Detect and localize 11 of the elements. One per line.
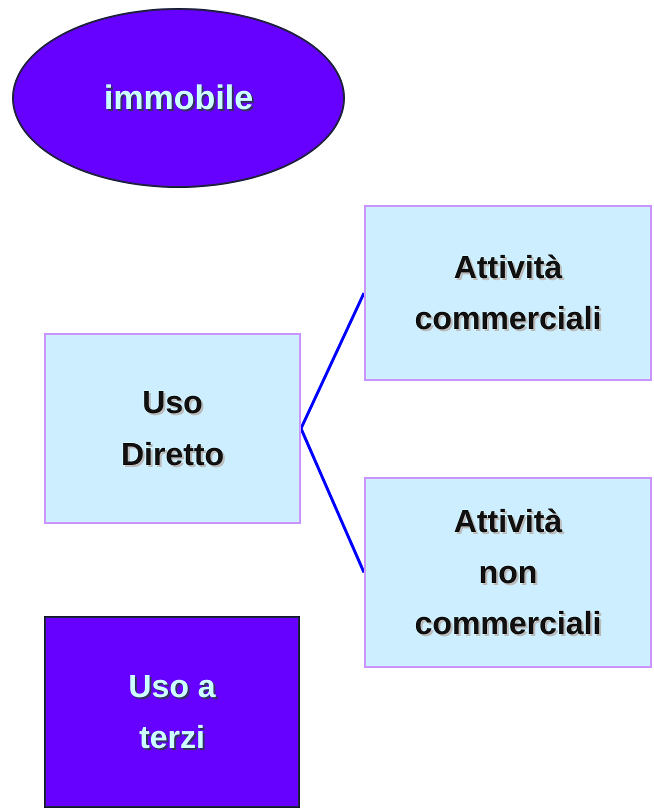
node-label: Attività commerciali — [414, 248, 602, 338]
box-node — [44, 333, 301, 524]
connector-line — [300, 428, 366, 574]
box-node — [364, 205, 652, 381]
box-node — [44, 616, 300, 808]
node-label: Uso Diretto — [120, 383, 226, 474]
node-label: immobile — [104, 78, 254, 119]
node-label: Uso a terzi — [127, 666, 217, 757]
node-label: Attività non commerciali — [414, 502, 602, 644]
box-node — [364, 477, 652, 668]
connector-line — [300, 292, 366, 430]
